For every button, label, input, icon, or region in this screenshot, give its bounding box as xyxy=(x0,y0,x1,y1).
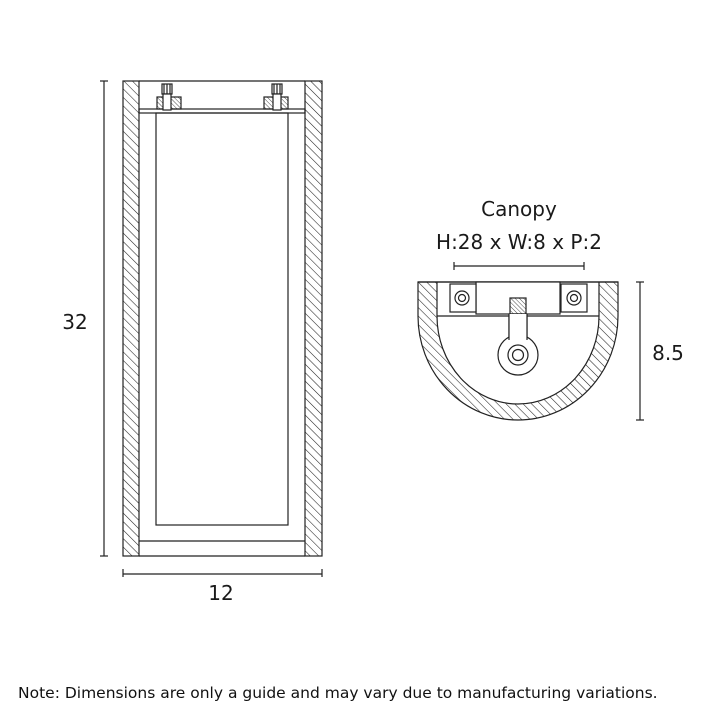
disclaimer-note: Note: Dimensions are only a guide and ma… xyxy=(18,684,658,702)
canopy-left-screw-icon xyxy=(449,283,477,313)
width-label: 12 xyxy=(208,581,233,605)
center-stud-icon xyxy=(497,297,539,376)
canopy-title: Canopy xyxy=(481,197,557,221)
left-wall xyxy=(122,80,140,557)
canopy-shell xyxy=(417,281,619,421)
glass-panel xyxy=(155,112,289,526)
width-dimension-line xyxy=(122,569,323,577)
right-screw-icon xyxy=(263,83,289,111)
canopy-right-screw-icon xyxy=(560,283,588,313)
depth-dimension-line xyxy=(636,281,644,421)
height-label: 32 xyxy=(62,310,87,334)
left-screw-icon xyxy=(156,83,182,111)
right-wall xyxy=(304,80,323,557)
height-dimension-line xyxy=(100,80,108,557)
canopy-view xyxy=(417,262,644,421)
canopy-width-bracket xyxy=(453,262,585,270)
canopy-dimensions: H:28 x W:8 x P:2 xyxy=(436,230,602,254)
side-view xyxy=(100,80,323,577)
depth-label: 8.5 xyxy=(652,341,684,365)
